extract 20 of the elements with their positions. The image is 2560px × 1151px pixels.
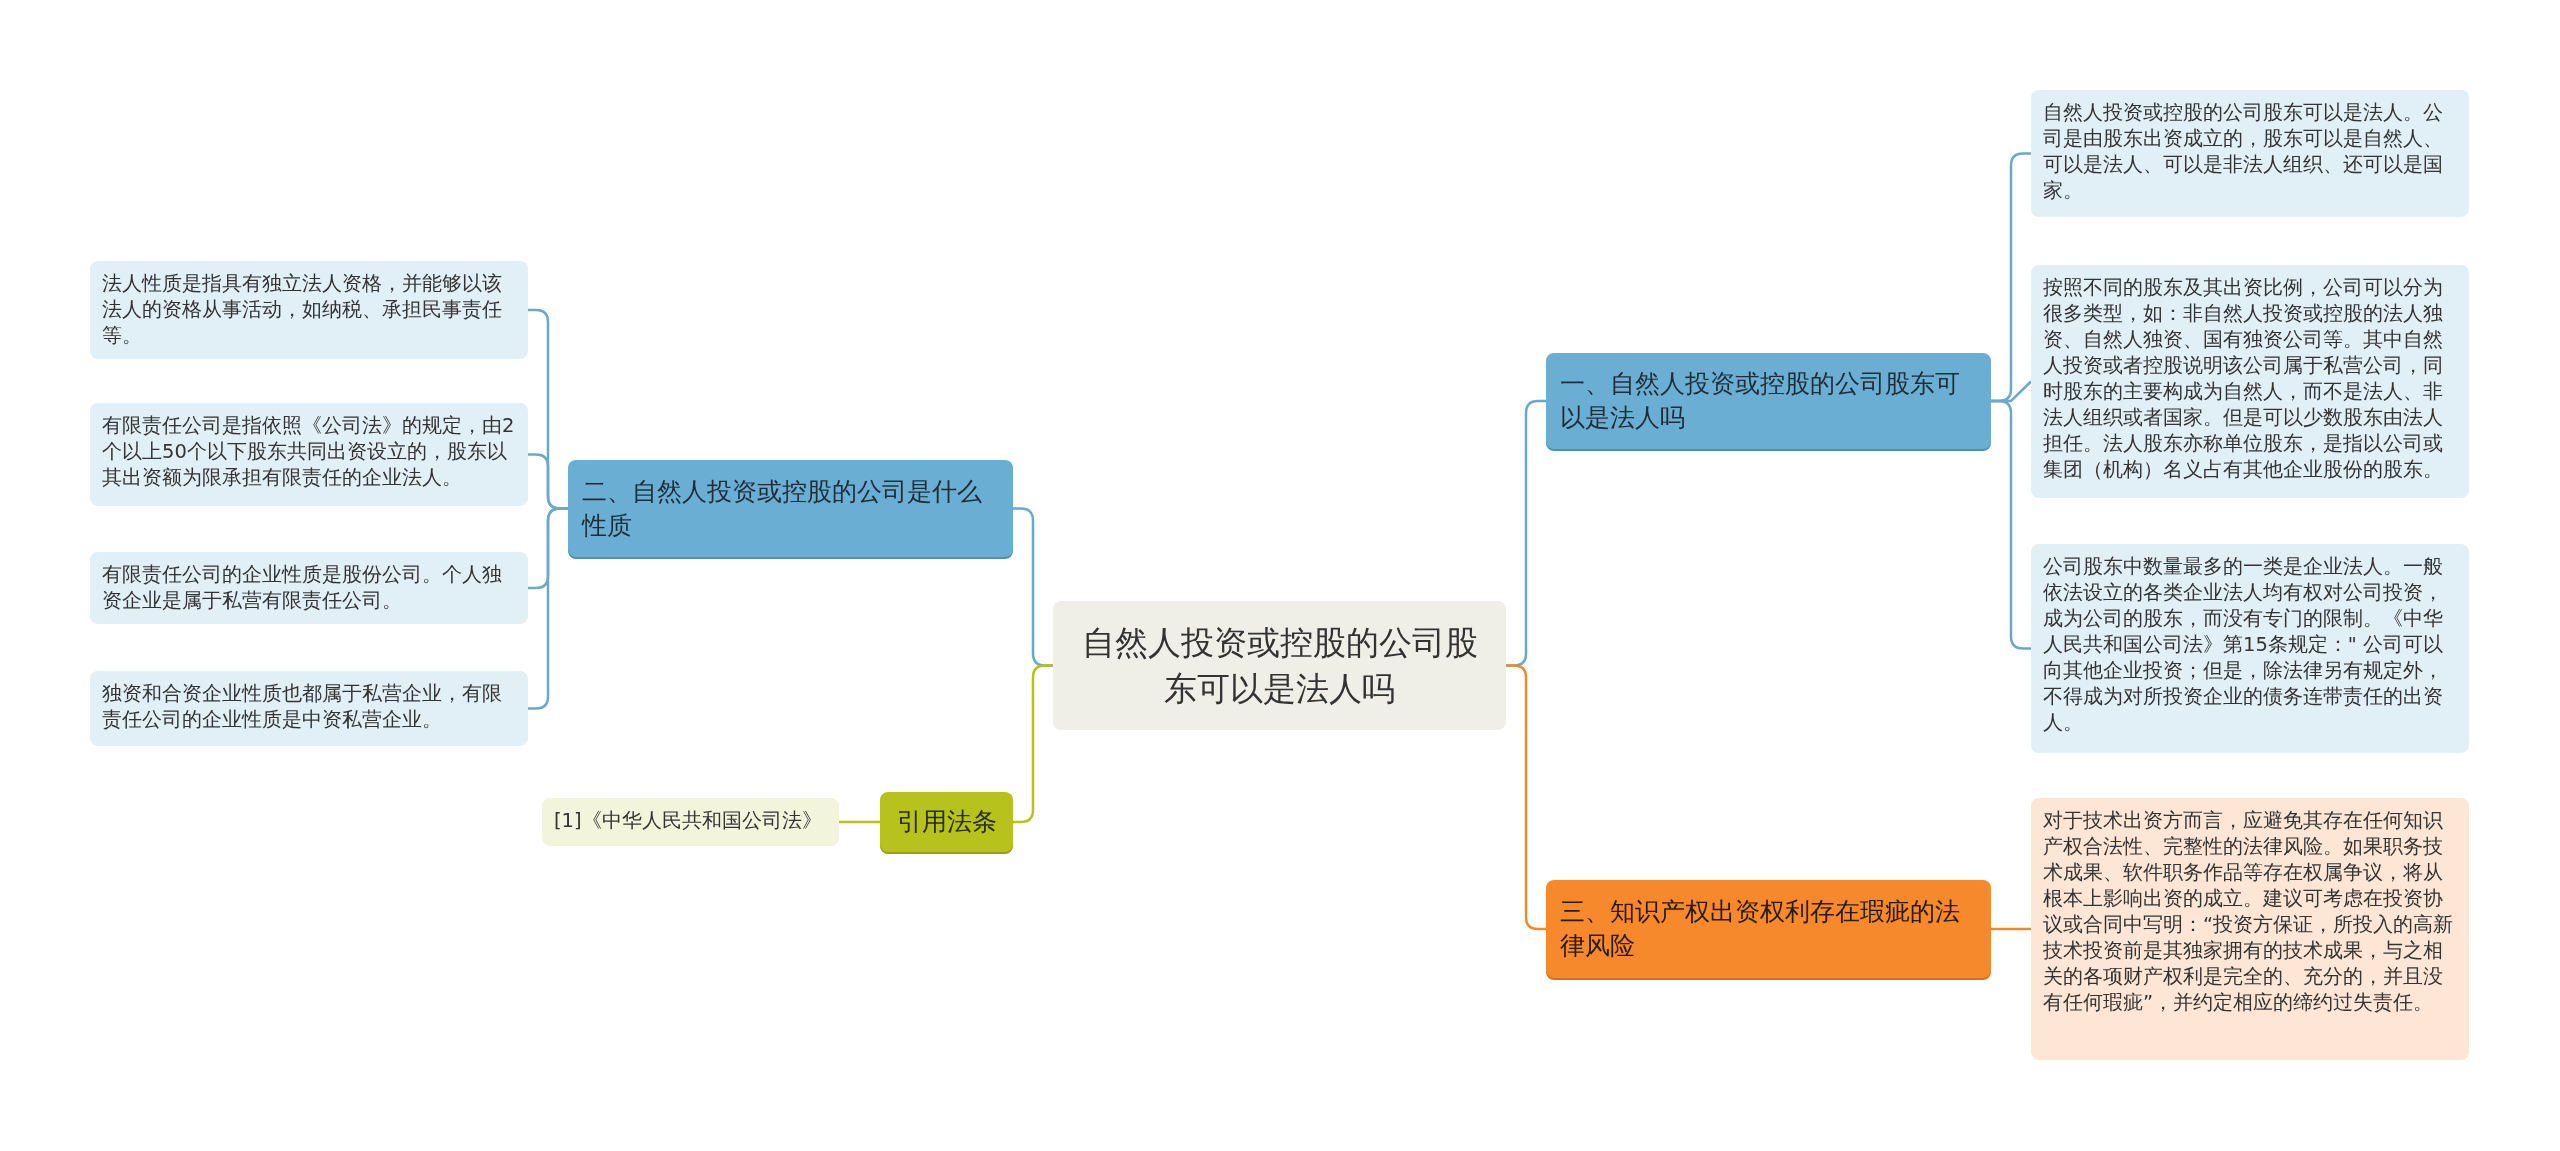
branch-box: 引用法条 [880,792,1013,852]
note-box: 法人性质是指具有独立法人资格，并能够以该法人的资格从事活动，如纳税、承担民事责任等。 [90,261,528,359]
connector-line [1991,927,2031,931]
topic-box: 自然人投资或控股的公司股东可以是法人吗 [1053,601,1506,730]
note-box: 有限责任公司是指依照《公司法》的规定，由2个以上50个以下股东共同出资设立的，股东以其出资额为限承担有限责任的企业法人。 [90,403,528,506]
note-box: 独资和合资企业性质也都属于私营企业，有限责任公司的企业性质是中资私营企业。 [90,671,528,746]
connector-line [1991,399,2031,650]
note-box: 自然人投资或控股的公司股东可以是法人。公司是由股东出资成立的，股东可以是自然人、可以是法人、可以是非法人组织、还可以是国家。 [2031,90,2469,217]
connector-line [839,820,880,824]
connector-line [1013,664,1053,824]
note-box: 公司股东中数量最多的一类是企业法人。一般依法设立的各类企业法人均有权对公司投资，成为公司的股东，而没有专门的限制。《中华人民共和国公司法》第15条规定：" 公司可以向其他企业投资；但是，除法律另有规定外，不得成为对所投资企业的债务连带责任的出资人。 [2031,544,2469,753]
branch-box: 二、自然人投资或控股的公司是什么性质 [568,460,1013,557]
branch-box: 一、自然人投资或控股的公司股东可以是法人吗 [1546,353,1991,449]
note-box: 有限责任公司的企业性质是股份公司。个人独资企业是属于私营有限责任公司。 [90,552,528,624]
connector-line [1506,664,1546,931]
note-box: 按照不同的股东及其出资比例，公司可以分为很多类型，如：非自然人投资或控股的法人独资、自然人独资、国有独资公司等。其中自然人投资或者控股说明该公司属于私营公司，同时股东的主要构成为自然人，而不是法人、非法人组织或者国家。但是可以少数股东由法人担任。法人股东亦称单位股东，是指以公司或集团（机构）名义占有其他企业股份的股东。 [2031,265,2469,498]
citation-box: [1]《中华人民共和国公司法》 [542,798,839,846]
note-box: 对于技术出资方而言，应避免其存在任何知识产权合法性、完整性的法律风险。如果职务技术成果、软件职务作品等存在权属争议，将从根本上影响出资的成立。建议可考虑在投资协议或合同中写明：“投资方保证，所投入的高新技术投资前是其独家拥有的技术成果，与之相关的各项财产权利是完全的、充分的，并且没有任何瑕疵”，并约定相应的缔约过失责任。 [2031,798,2469,1060]
branch-box: 三、知识产权出资权利存在瑕疵的法律风险 [1546,880,1991,978]
connector-line [528,507,568,710]
